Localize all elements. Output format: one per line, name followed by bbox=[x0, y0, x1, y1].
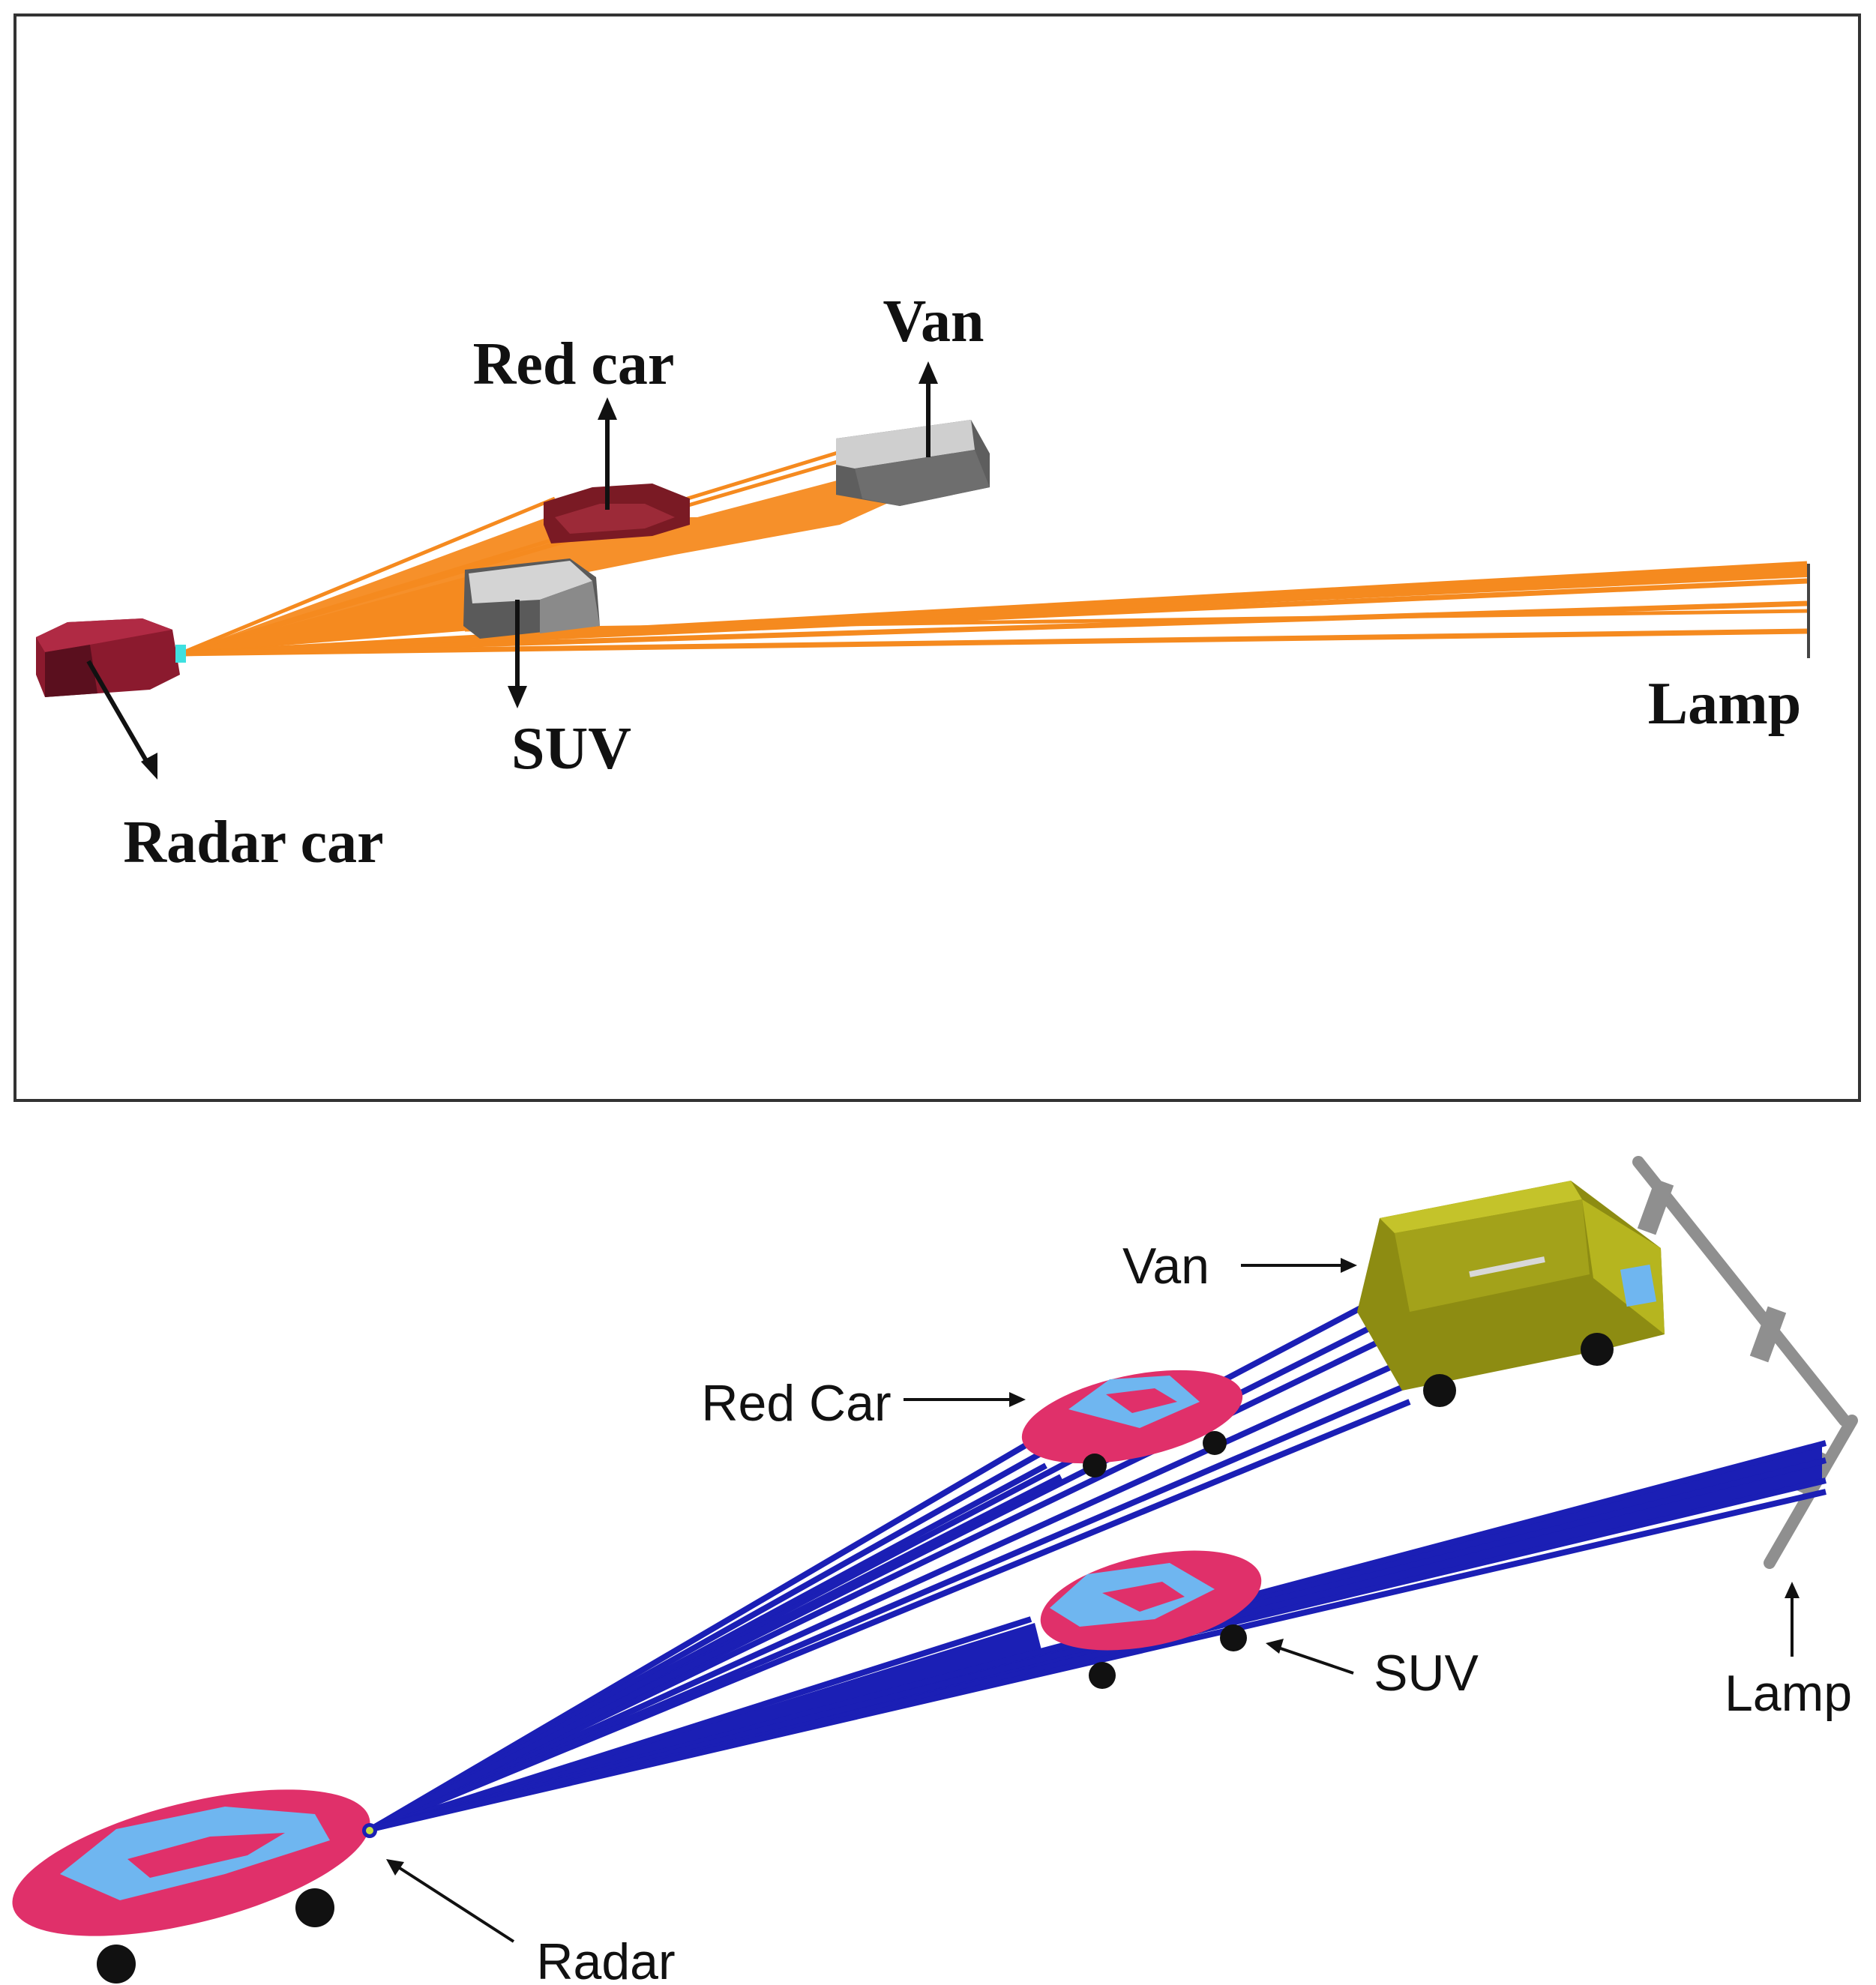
label-top-radar-car: Radar car bbox=[123, 810, 383, 876]
top-arrows bbox=[86, 361, 938, 780]
top-radar-car bbox=[36, 618, 186, 697]
bottom-red-car bbox=[1021, 1370, 1243, 1478]
top-panel-frame bbox=[13, 13, 1861, 1102]
top-suv bbox=[463, 558, 600, 639]
bottom-suv bbox=[1040, 1550, 1262, 1689]
bottom-van bbox=[1357, 1181, 1665, 1407]
label-bottom-radar: Radar bbox=[536, 1933, 675, 1985]
top-van bbox=[836, 420, 990, 506]
bottom-arrows bbox=[386, 1258, 1800, 1943]
label-top-red-car: Red car bbox=[473, 331, 675, 397]
arrow-radar-car bbox=[86, 660, 151, 766]
bottom-radar-car bbox=[12, 1789, 377, 1984]
label-top-lamp: Lamp bbox=[1648, 671, 1802, 737]
label-bottom-van: Van bbox=[1122, 1238, 1209, 1295]
bottom-panel: Van Red Car SUV Lamp Radar bbox=[12, 1156, 1858, 1985]
top-panel: Van Red car SUV Radar car Lamp bbox=[13, 13, 1861, 1102]
top-red-car bbox=[544, 484, 690, 543]
label-bottom-suv: SUV bbox=[1374, 1645, 1479, 1702]
label-bottom-lamp: Lamp bbox=[1725, 1665, 1852, 1722]
label-top-suv: SUV bbox=[511, 716, 631, 782]
label-top-van: Van bbox=[883, 289, 984, 355]
top-rays bbox=[179, 448, 1808, 657]
label-bottom-red-car: Red Car bbox=[701, 1375, 891, 1432]
